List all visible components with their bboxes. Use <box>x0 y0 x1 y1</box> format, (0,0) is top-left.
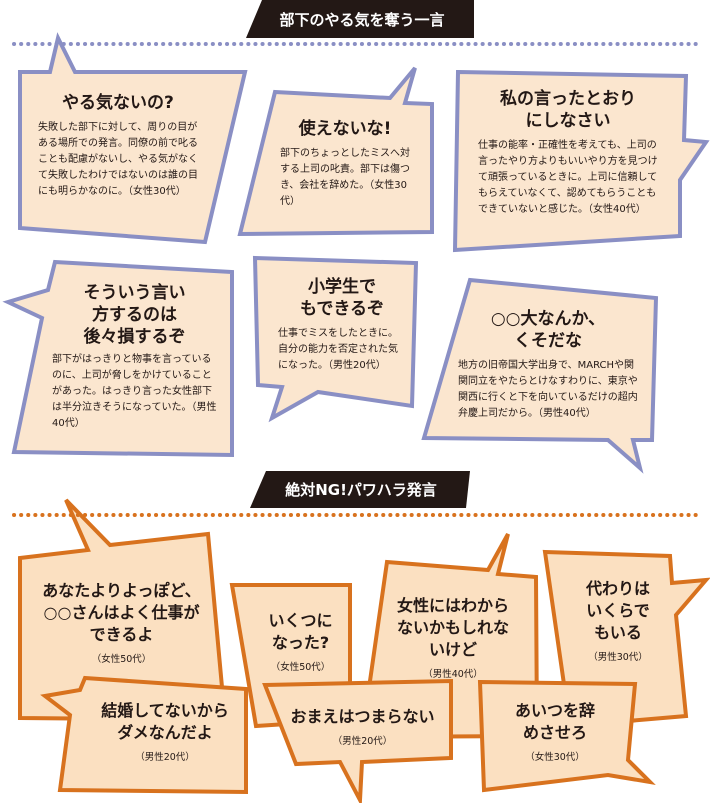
ng-speaker: （女性50代） <box>91 654 152 665</box>
section2-title: 絶対NG!パワハラ発言 <box>285 481 437 499</box>
ng-speaker: （女性50代） <box>270 662 331 673</box>
speech-bubble-5 <box>252 255 419 423</box>
quote-title: そういう言い方するのは後々損するぞ <box>83 283 186 347</box>
section1-header-tab <box>246 0 474 38</box>
speech-bubble-4 <box>2 259 234 458</box>
ng-card-7: あいつを辞めさせろ （女性30代） <box>495 700 615 763</box>
ng-speaker: （男性20代） <box>135 752 195 763</box>
quote-body: 仕事の能率・正確性を考えても、上司の言ったやり方よりもいいやり方を見つけて頑張っ… <box>478 140 658 215</box>
ng-card-3: 女性にはわからないかもしれないけど （男性40代） <box>388 595 518 680</box>
quote-body: 地方の旧帝国大学出身で、MARCHや関関同立をやたらとけなすわりに、東京や関西に… <box>458 360 638 419</box>
speech-bubble-1 <box>18 32 248 245</box>
quote-title: 使えないな! <box>298 119 392 139</box>
ng-speaker: （女性30代） <box>525 752 585 763</box>
ng-title: あなたよりよっぽど、○○さんはよく仕事ができるよ <box>42 581 201 644</box>
ng-card-6: おまえはつまらない （男性20代） <box>280 706 445 747</box>
ng-bubble-1 <box>18 498 228 723</box>
ng-speaker: （男性30代） <box>588 652 648 663</box>
section1-title: 部下のやる気を奪う一言 <box>279 10 445 29</box>
ng-title: 結婚してないからダメなんだよ <box>101 701 229 742</box>
ng-bubble-6 <box>262 678 453 803</box>
ng-card-4: 代わりはいくらでもいる （男性30代） <box>568 578 668 663</box>
ng-card-2: いくつになった? （女性50代） <box>258 610 343 673</box>
ng-card-5: 結婚してないからダメなんだよ （男性20代） <box>90 700 240 763</box>
ng-bubble-7 <box>477 679 656 793</box>
speech-bubble-2 <box>237 66 434 237</box>
ng-title: 代わりはいくらでもいる <box>585 579 650 642</box>
ng-title: あいつを辞めさせろ <box>515 701 596 742</box>
quote-card-5: 小学生でもできるぞ 仕事でミスをしたときに。自分の能力を否定された気になった。（… <box>278 276 406 374</box>
quote-body: 部下のちょっとしたミスへ対する上司の叱責。部下は傷つき、会社を辞めた。（女性30… <box>280 148 410 207</box>
section2-header-tab <box>250 471 470 508</box>
quote-title: やる気ないの? <box>62 93 174 113</box>
ng-bubble-5 <box>40 675 248 795</box>
quote-body: 失敗した部下に対して、周りの目がある場所での発言。同僚の前で叱ることも配慮がない… <box>38 122 198 197</box>
quote-body: 部下がはっきりと物事を言っているのに、上司が脅しをかけていることがあった。はっき… <box>52 354 217 429</box>
quote-card-1: やる気ないの? 失敗した部下に対して、周りの目がある場所での発言。同僚の前で叱る… <box>38 92 198 200</box>
quote-body: 仕事でミスをしたときに。自分の能力を否定された気になった。（男性20代） <box>278 328 398 371</box>
quote-card-2: 使えないな! 部下のちょっとしたミスへ対する上司の叱責。部下は傷つき、会社を辞め… <box>280 118 410 210</box>
ng-card-1: あなたよりよっぽど、○○さんはよく仕事ができるよ （女性50代） <box>34 580 209 665</box>
ng-speaker: （男性40代） <box>423 669 483 680</box>
ng-speaker: （男性20代） <box>332 736 393 747</box>
quote-title: ○○大なんか、くそだな <box>490 309 606 351</box>
ng-title: 女性にはわからないかもしれないけど <box>396 596 509 659</box>
ng-title: いくつになった? <box>268 611 333 652</box>
quote-title: 私の言ったとおりにしなさい <box>500 89 636 131</box>
quote-card-6: ○○大なんか、くそだな 地方の旧帝国大学出身で、MARCHや関関同立をやたらとけ… <box>458 308 638 422</box>
quote-title: 小学生でもできるぞ <box>300 277 384 319</box>
quote-card-4: そういう言い方するのは後々損するぞ 部下がはっきりと物事を言っているのに、上司が… <box>52 282 217 432</box>
speech-bubble-3 <box>452 69 710 253</box>
quote-card-3: 私の言ったとおりにしなさい 仕事の能率・正確性を考えても、上司の言ったやり方より… <box>478 88 658 218</box>
ng-title: おまえはつまらない <box>290 707 435 726</box>
speech-bubble-6 <box>421 277 659 474</box>
